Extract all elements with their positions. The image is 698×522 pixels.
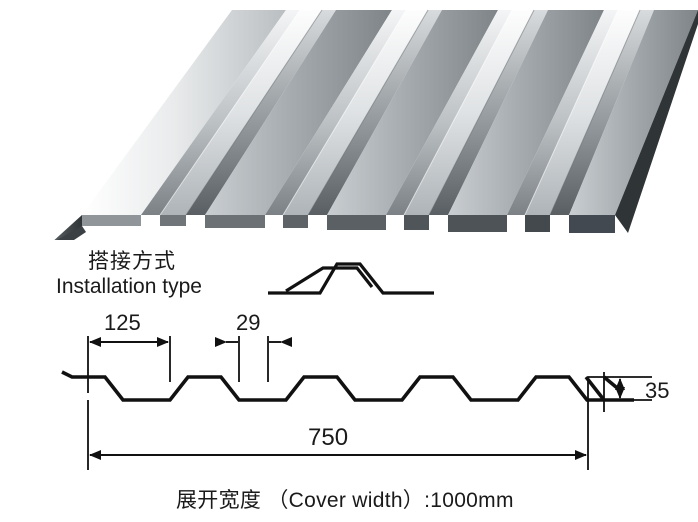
dimension-label-pitch: 125 [104,310,141,335]
sheet-body [54,9,698,240]
installation-detail-shape [268,262,434,295]
profile-dimension-diagram [61,262,652,470]
dimension-arrows [89,337,625,460]
corrugated-sheet-photo [54,9,698,240]
dimension-label-height: 35 [645,378,670,403]
cover-width-caption: 展开宽度 （Cover width）:1000mm [176,489,514,512]
installation-type-label-en: Installation type [56,275,202,298]
sheet-cross-section-profile [61,370,634,402]
extension-lines [87,336,652,470]
dimension-label-rib-top: 29 [236,310,261,335]
dimension-label-total-width: 750 [308,424,349,451]
installation-type-label-cn: 搭接方式 [88,250,176,273]
